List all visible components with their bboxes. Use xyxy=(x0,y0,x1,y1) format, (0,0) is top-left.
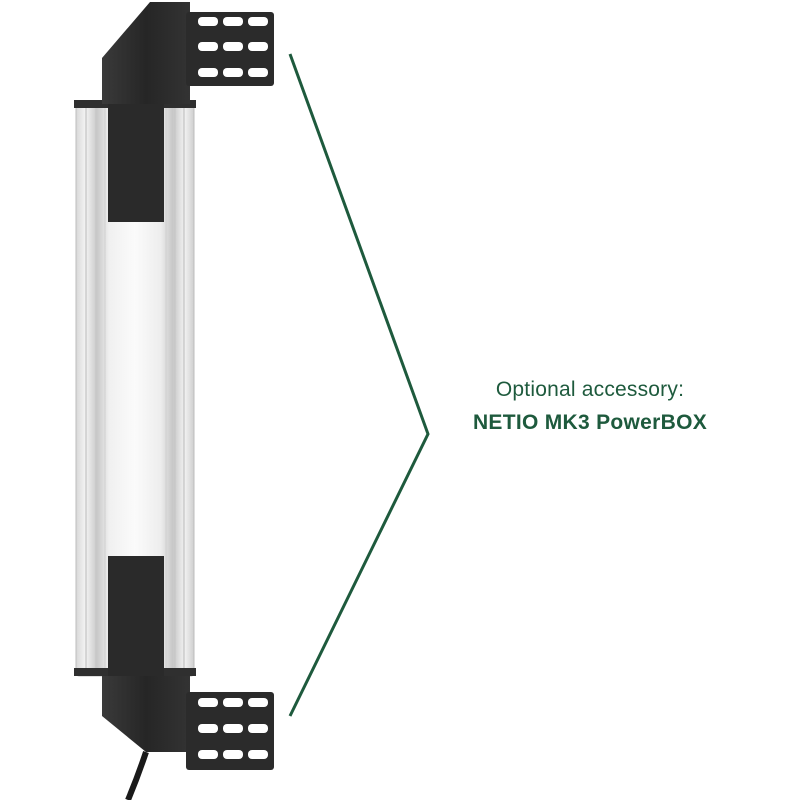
bottom-mounting-bracket xyxy=(102,556,274,800)
top-mounting-bracket xyxy=(102,2,274,222)
callout-pointer-line xyxy=(288,53,430,717)
caption-product-name: NETIO MK3 PowerBOX xyxy=(472,411,708,434)
caption-subtitle: Optional accessory: xyxy=(495,378,685,401)
